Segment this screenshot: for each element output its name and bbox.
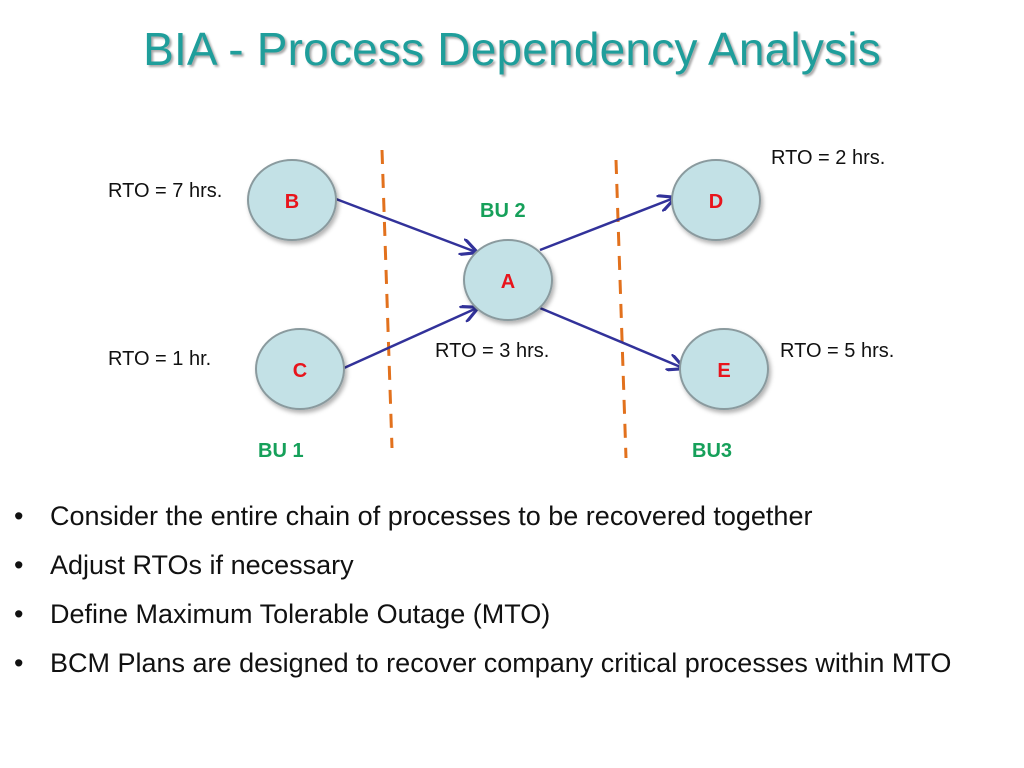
process-dependency-diagram: B C A D E RTO = 7 hrs. RTO = 1 hr. RTO =… xyxy=(108,147,894,462)
list-item: • Consider the entire chain of processes… xyxy=(10,500,1020,532)
rto-label-c: RTO = 1 hr. xyxy=(108,348,211,370)
list-item: • BCM Plans are designed to recover comp… xyxy=(10,647,1020,679)
rto-label-b: RTO = 7 hrs. xyxy=(108,180,222,202)
rto-label-a: RTO = 3 hrs. xyxy=(435,340,549,362)
node-d-label: D xyxy=(709,191,723,213)
bullet-icon: • xyxy=(14,550,24,580)
rto-label-d: RTO = 2 hrs. xyxy=(771,147,885,169)
bu-boundary-right xyxy=(614,159,628,459)
edge-c-to-a xyxy=(343,308,477,370)
bullet-icon: • xyxy=(14,599,24,629)
node-b: B xyxy=(247,159,337,241)
bullet-icon: • xyxy=(14,648,24,678)
rto-label-e: RTO = 5 hrs. xyxy=(780,340,894,362)
bu-boundary-left xyxy=(380,149,394,449)
node-e: E xyxy=(679,328,769,410)
bullet-text: Consider the entire chain of processes t… xyxy=(50,501,813,531)
bu-label-2: BU 2 xyxy=(480,200,526,222)
list-item: • Define Maximum Tolerable Outage (MTO) xyxy=(10,598,1020,630)
bu-label-1: BU 1 xyxy=(258,440,304,462)
bullet-text: BCM Plans are designed to recover compan… xyxy=(50,648,952,678)
list-item: • Adjust RTOs if necessary xyxy=(10,549,1020,581)
node-a: A xyxy=(463,239,553,321)
edge-a-to-d xyxy=(539,198,674,252)
bullet-icon: • xyxy=(14,501,24,531)
edge-a-to-e xyxy=(539,306,683,368)
key-points-list: • Consider the entire chain of processes… xyxy=(10,500,1020,696)
bu-label-3: BU3 xyxy=(692,440,732,462)
bullet-text: Define Maximum Tolerable Outage (MTO) xyxy=(50,599,551,629)
bullet-text: Adjust RTOs if necessary xyxy=(50,550,354,580)
page-title: BIA - Process Dependency Analysis xyxy=(143,23,881,75)
node-b-label: B xyxy=(285,191,299,213)
node-c: C xyxy=(255,328,345,410)
node-d: D xyxy=(671,159,761,241)
node-e-label: E xyxy=(717,360,730,382)
edge-b-to-a xyxy=(335,197,476,252)
node-c-label: C xyxy=(293,360,307,382)
node-a-label: A xyxy=(501,271,515,293)
